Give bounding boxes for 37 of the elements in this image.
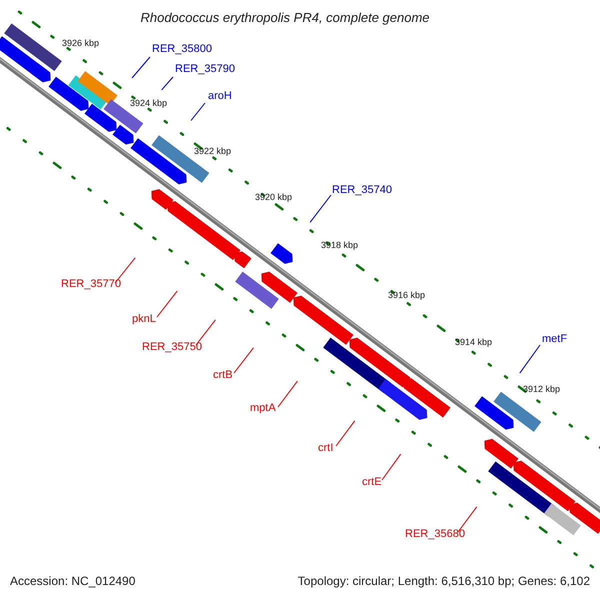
leader-line <box>196 319 216 346</box>
gene-label: pknL <box>132 314 156 325</box>
leader-line <box>278 380 298 408</box>
scale-label: 3914 kbp <box>455 338 492 347</box>
leader-line <box>156 290 178 318</box>
gene-label: metF <box>542 334 568 345</box>
scale-label: 3926 kbp <box>62 39 100 48</box>
gene-label: RER_35740 <box>332 185 392 196</box>
leader-line <box>458 506 478 532</box>
gene-label: RER_35790 <box>175 64 235 75</box>
leader-line <box>161 76 174 90</box>
gene-label: crtE <box>362 477 382 488</box>
map-title: Rhodococcus erythropolis PR4, complete genome <box>139 11 431 24</box>
leader-line <box>519 344 540 374</box>
scale-label: 3920 kbp <box>255 193 292 202</box>
leader-line <box>310 194 332 223</box>
leader-line <box>382 454 402 480</box>
scale-label: 3918 kbp <box>321 241 358 250</box>
leader-line <box>336 420 356 446</box>
leader-line <box>114 257 136 284</box>
gene-label: RER_35770 <box>61 279 121 290</box>
scale-label: 3912 kbp <box>523 385 560 394</box>
leader-line <box>132 56 150 78</box>
scale-label: 3922 kbp <box>194 147 232 156</box>
gene-label: RER_35680 <box>405 529 465 540</box>
gene-label: RER_35750 <box>142 342 202 353</box>
scale-label: 3916 kbp <box>388 291 426 300</box>
scale-label: 3924 kbp <box>130 99 168 108</box>
gene-label: mptA <box>250 403 276 414</box>
accession-info: Accession: NC_012490 <box>10 575 136 587</box>
gene-label: aroH <box>208 91 232 102</box>
gene-label: crtB <box>213 370 233 381</box>
leader-line <box>190 102 206 121</box>
leader-line <box>234 347 254 374</box>
gene-label: crtI <box>318 443 334 454</box>
gene-label: RER_35800 <box>152 44 212 55</box>
genome-summary: Topology: circular; Length: 6,516,310 bp; Genes: 6,102 <box>298 575 590 587</box>
